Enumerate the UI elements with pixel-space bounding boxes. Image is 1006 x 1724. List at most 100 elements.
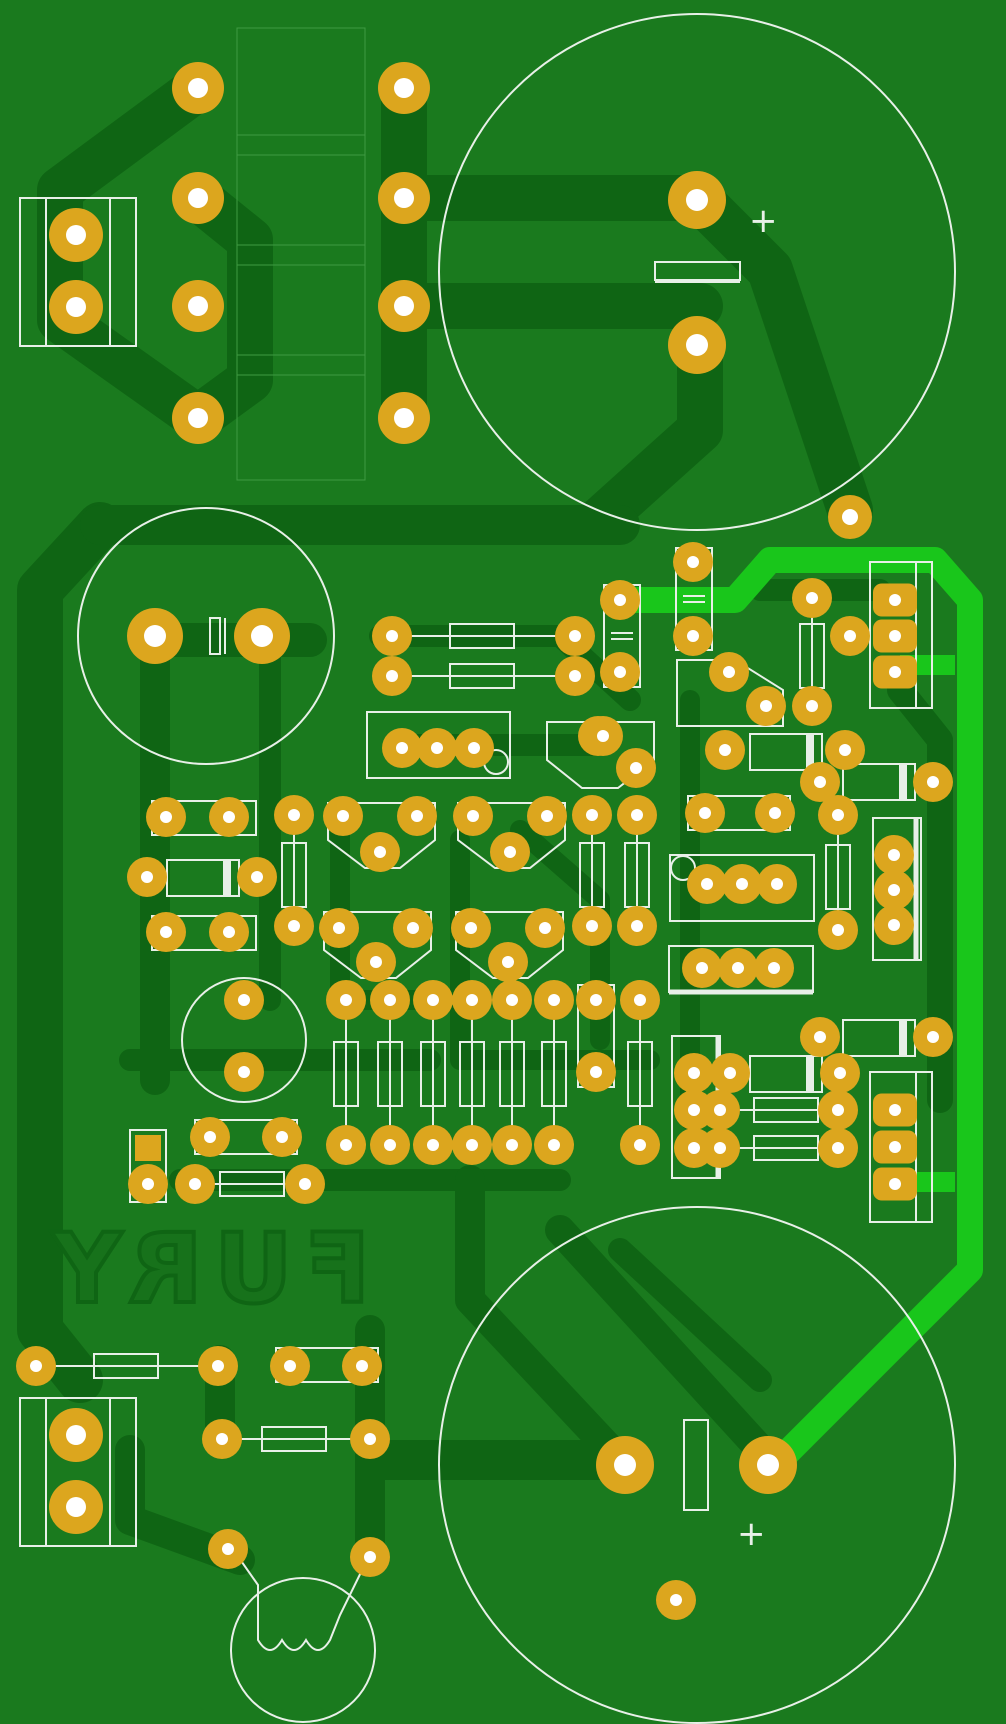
solder-pad bbox=[828, 495, 872, 539]
solder-pad bbox=[792, 686, 832, 726]
solder-pad bbox=[583, 716, 623, 756]
solder-pad bbox=[818, 1128, 858, 1168]
solder-pad bbox=[674, 1053, 714, 1093]
solder-pad bbox=[49, 1480, 103, 1534]
solder-pad bbox=[172, 172, 224, 224]
solder-pad bbox=[668, 316, 726, 374]
solder-pad bbox=[172, 62, 224, 114]
solder-pad bbox=[274, 906, 314, 946]
solder-pad bbox=[800, 1017, 840, 1057]
solder-pad bbox=[372, 616, 412, 656]
solder-pad bbox=[700, 1128, 740, 1168]
solder-pad bbox=[825, 730, 865, 770]
solder-pad bbox=[146, 912, 186, 952]
solder-pad bbox=[913, 762, 953, 802]
solder-pad bbox=[600, 580, 640, 620]
solder-pad bbox=[739, 1436, 797, 1494]
solder-pad bbox=[234, 608, 290, 664]
polarity-mark-top: + bbox=[749, 201, 778, 241]
solder-pad bbox=[378, 172, 430, 224]
solder-pad bbox=[342, 1346, 382, 1386]
solder-pad bbox=[413, 1125, 453, 1165]
inductor-outline bbox=[230, 1577, 376, 1723]
solder-pad bbox=[49, 280, 103, 334]
solder-pad bbox=[453, 796, 493, 836]
solder-pad bbox=[378, 392, 430, 444]
solder-pad bbox=[656, 1580, 696, 1620]
solder-pad bbox=[270, 1346, 310, 1386]
solder-pad bbox=[572, 795, 612, 835]
solder-pad bbox=[128, 1164, 168, 1204]
solder-pad bbox=[198, 1346, 238, 1386]
capacitor-left-outline bbox=[77, 507, 335, 765]
polarity-mark-bottom: + bbox=[737, 1514, 766, 1554]
solder-pad bbox=[576, 980, 616, 1020]
solder-pad bbox=[555, 656, 595, 696]
solder-pad bbox=[818, 795, 858, 835]
solder-pad bbox=[490, 832, 530, 872]
solder-pad bbox=[350, 1537, 390, 1577]
solder-pad bbox=[209, 912, 249, 952]
solder-pad bbox=[700, 1090, 740, 1130]
solder-pad bbox=[576, 1052, 616, 1092]
solder-pad bbox=[913, 1017, 953, 1057]
solder-pad bbox=[417, 728, 457, 768]
solder-pad bbox=[492, 1125, 532, 1165]
solder-pad bbox=[527, 796, 567, 836]
solder-pad bbox=[326, 1125, 366, 1165]
solder-pad bbox=[49, 1408, 103, 1462]
solder-pad bbox=[685, 793, 725, 833]
solder-pad bbox=[873, 1130, 917, 1164]
capacitor-small-outline bbox=[181, 977, 307, 1103]
solder-pad bbox=[617, 906, 657, 946]
terminal-block-top bbox=[19, 197, 137, 347]
solder-pad bbox=[687, 864, 727, 904]
solder-pad bbox=[208, 1529, 248, 1569]
solder-pad bbox=[818, 1090, 858, 1130]
solder-pad bbox=[372, 656, 412, 696]
solder-pad bbox=[820, 1053, 860, 1093]
solder-pad bbox=[722, 864, 762, 904]
solder-pad bbox=[818, 910, 858, 950]
solder-pad bbox=[370, 1125, 410, 1165]
solder-pad bbox=[262, 1117, 302, 1157]
solder-pad bbox=[378, 280, 430, 332]
solder-pad bbox=[757, 864, 797, 904]
big-capacitor-top-outline bbox=[438, 13, 956, 531]
solder-pad bbox=[492, 980, 532, 1020]
solder-pad bbox=[127, 857, 167, 897]
solder-pad bbox=[754, 948, 794, 988]
solder-pad bbox=[873, 655, 917, 689]
solder-pad bbox=[830, 616, 870, 656]
solder-pad bbox=[525, 908, 565, 948]
solder-pad bbox=[224, 980, 264, 1020]
solder-pad bbox=[792, 578, 832, 618]
solder-pad bbox=[454, 728, 494, 768]
big-capacitor-bottom-outline bbox=[438, 1206, 956, 1724]
solder-pad bbox=[319, 908, 359, 948]
solder-pad bbox=[874, 905, 914, 945]
solder-pad bbox=[285, 1164, 325, 1204]
solder-pad bbox=[600, 652, 640, 692]
solder-pad bbox=[393, 908, 433, 948]
solder-pad bbox=[555, 616, 595, 656]
solder-pad bbox=[705, 730, 745, 770]
solder-pad bbox=[620, 1125, 660, 1165]
solder-pad bbox=[617, 795, 657, 835]
solder-pad bbox=[874, 835, 914, 875]
solder-pad bbox=[873, 1093, 917, 1127]
solder-pad bbox=[874, 870, 914, 910]
solder-pad bbox=[682, 948, 722, 988]
solder-pad bbox=[326, 980, 366, 1020]
highlighted-supply-trace bbox=[617, 547, 983, 1473]
solder-pad bbox=[274, 795, 314, 835]
solder-pad bbox=[452, 1125, 492, 1165]
solder-pad bbox=[190, 1117, 230, 1157]
solder-pad bbox=[488, 942, 528, 982]
solder-pad bbox=[237, 857, 277, 897]
solder-pad bbox=[534, 980, 574, 1020]
solder-pad bbox=[673, 542, 713, 582]
solder-pad bbox=[451, 908, 491, 948]
solder-pad bbox=[616, 748, 656, 788]
